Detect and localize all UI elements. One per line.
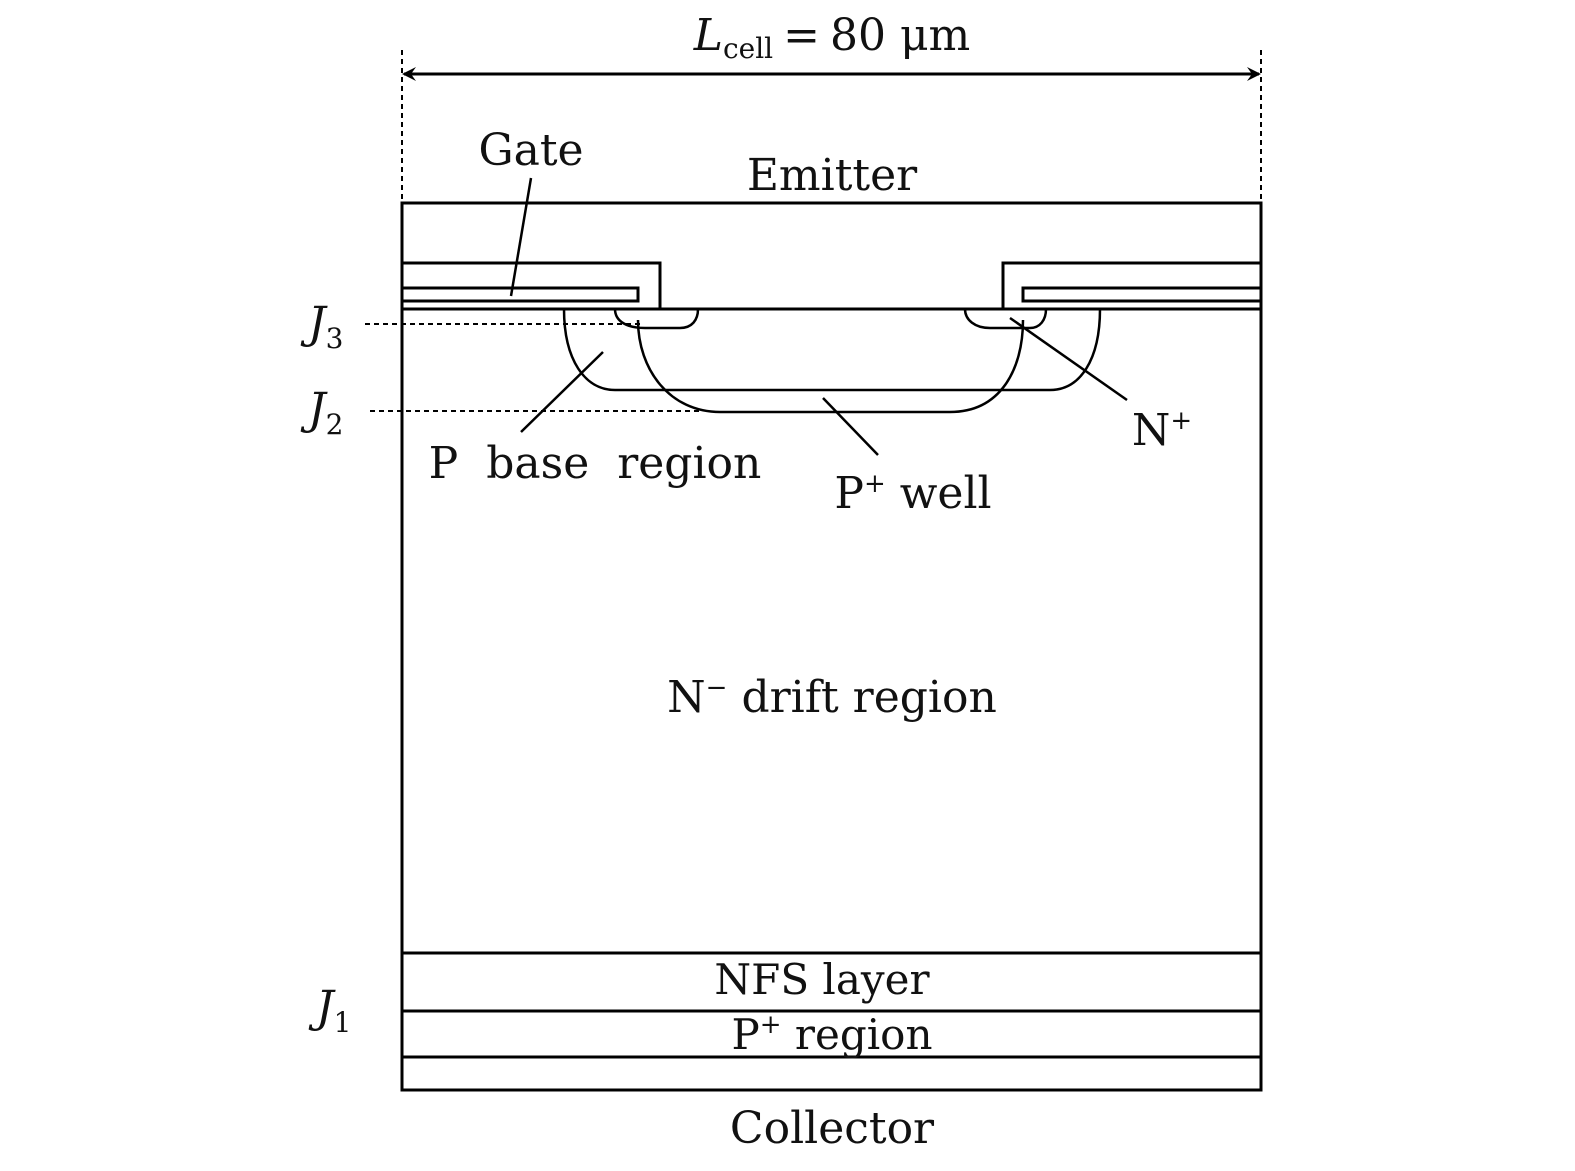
drift-region-label: N− drift region xyxy=(667,672,997,723)
emitter-metal-region xyxy=(400,201,1263,311)
n-plus-leader xyxy=(1009,316,1128,402)
silicon-body xyxy=(400,203,1263,1090)
n-plus-left xyxy=(613,308,700,330)
collector-label: Collector xyxy=(730,1103,935,1154)
gate-structure-left xyxy=(400,261,662,311)
p-plus-well xyxy=(636,319,1025,414)
gate-poly-right xyxy=(1021,286,1263,303)
n-plus-label: N+ xyxy=(1132,405,1192,456)
n-plus-right xyxy=(963,308,1048,330)
junction-j3-label: J3 xyxy=(300,298,343,355)
emitter-metal xyxy=(400,201,1263,311)
gate-label: Gate xyxy=(478,125,583,176)
nfs-layer-label: NFS layer xyxy=(714,955,930,1004)
junction-j1-label: J1 xyxy=(308,982,351,1039)
p-base-region xyxy=(562,308,1102,392)
p-base-label: P base region xyxy=(429,438,762,489)
p-well-leader xyxy=(822,397,879,456)
dimension-label: Lcell=80 μm xyxy=(693,10,971,65)
emitter-label: Emitter xyxy=(747,150,918,201)
p-base-leader xyxy=(520,351,604,433)
cell-width-dimension: Lcell=80 μm xyxy=(401,10,1262,200)
p-region-label: P+ region xyxy=(732,1010,933,1059)
gate-leader xyxy=(509,177,533,297)
junction-j2-label: J2 xyxy=(300,384,343,441)
collector-metal xyxy=(400,1055,1263,1092)
gate-structure-right xyxy=(1001,261,1263,311)
p-well-label: P+ well xyxy=(834,468,991,519)
gate-poly-left xyxy=(400,286,640,303)
